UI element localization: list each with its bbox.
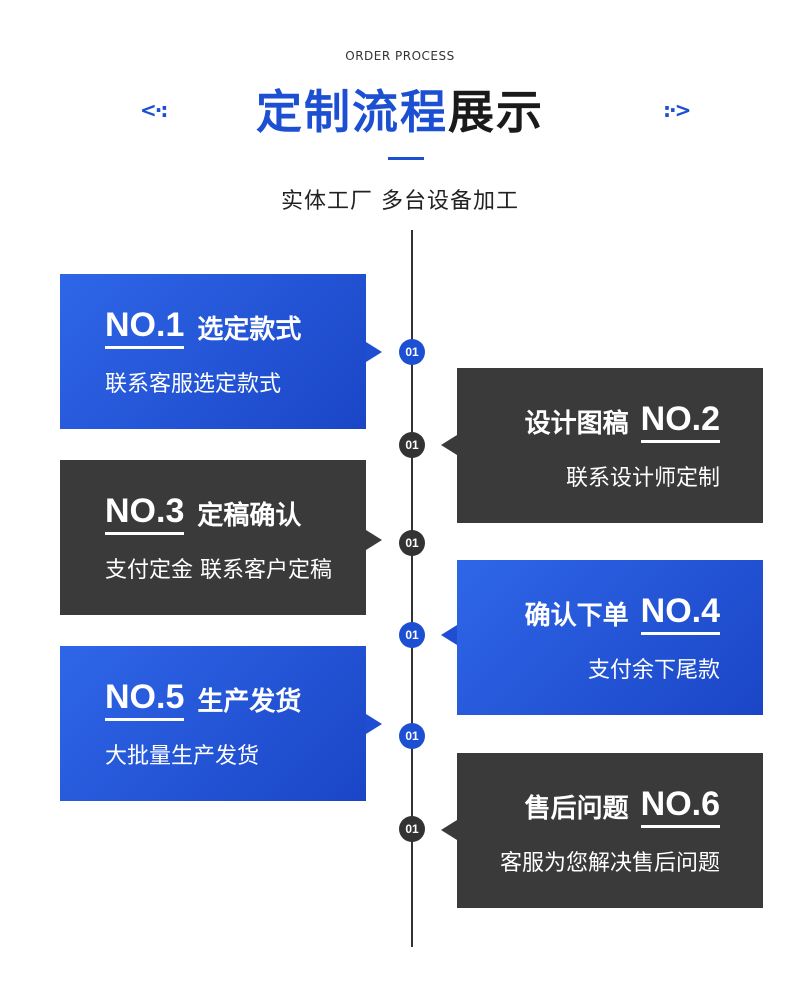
step-heading-1: NO.1 选定款式 (105, 306, 301, 349)
timeline-node-5: 01 (399, 723, 425, 749)
step-heading-5: NO.5 生产发货 (105, 678, 301, 721)
step-number-6: NO.6 (640, 785, 720, 828)
step-pointer-4 (441, 625, 457, 645)
step-title-4: 确认下单 (524, 601, 629, 631)
step-title-3: 定稿确认 (197, 501, 302, 531)
step-card-1: NO.1 选定款式 联系客服选定款式 (60, 274, 366, 429)
subtitle-en: ORDER PROCESS (345, 49, 455, 63)
decor-arrow-right-icon: :·> (663, 98, 691, 122)
step-desc-6: 客服为您解决售后问题 (499, 851, 720, 876)
page-title-blue: 定制流程 (256, 85, 448, 139)
step-title-5: 生产发货 (197, 687, 302, 717)
timeline-node-6: 01 (399, 816, 425, 842)
title-underline (388, 157, 424, 160)
timeline-line (411, 230, 413, 947)
step-pointer-3 (366, 530, 382, 550)
step-card-2: 设计图稿 NO.2 联系设计师定制 (457, 368, 763, 523)
step-title-1: 选定款式 (197, 315, 302, 345)
step-desc-2: 联系设计师定制 (565, 466, 720, 491)
step-number-2: NO.2 (640, 400, 720, 443)
step-desc-1: 联系客服选定款式 (105, 372, 282, 397)
step-card-4: 确认下单 NO.4 支付余下尾款 (457, 560, 763, 715)
timeline-node-3: 01 (399, 530, 425, 556)
step-card-3: NO.3 定稿确认 支付定金 联系客户定稿 (60, 460, 366, 615)
step-number-3: NO.3 (105, 492, 185, 535)
page-title: 定制流程展示 (0, 82, 800, 142)
step-pointer-5 (366, 714, 382, 734)
step-title-6: 售后问题 (524, 794, 629, 824)
step-heading-3: NO.3 定稿确认 (105, 492, 301, 535)
step-pointer-2 (441, 435, 457, 455)
step-pointer-6 (441, 820, 457, 840)
timeline-node-1: 01 (399, 339, 425, 365)
step-number-1: NO.1 (105, 306, 185, 349)
step-desc-3: 支付定金 联系客户定稿 (105, 558, 332, 583)
step-number-4: NO.4 (640, 592, 720, 635)
step-card-6: 售后问题 NO.6 客服为您解决售后问题 (457, 753, 763, 908)
decor-arrow-left-icon: <·: (140, 98, 168, 122)
timeline-node-4: 01 (399, 622, 425, 648)
step-heading-4: 确认下单 NO.4 (525, 592, 720, 635)
tagline: 实体工厂 多台设备加工 (281, 189, 519, 214)
step-card-5: NO.5 生产发货 大批量生产发货 (60, 646, 366, 801)
step-pointer-1 (366, 342, 382, 362)
step-desc-4: 支付余下尾款 (587, 658, 720, 683)
step-desc-5: 大批量生产发货 (105, 744, 260, 769)
page-title-dark: 展示 (448, 85, 544, 139)
step-heading-2: 设计图稿 NO.2 (525, 400, 720, 443)
step-heading-6: 售后问题 NO.6 (525, 785, 720, 828)
step-title-2: 设计图稿 (524, 409, 629, 439)
timeline-node-2: 01 (399, 432, 425, 458)
step-number-5: NO.5 (105, 678, 185, 721)
